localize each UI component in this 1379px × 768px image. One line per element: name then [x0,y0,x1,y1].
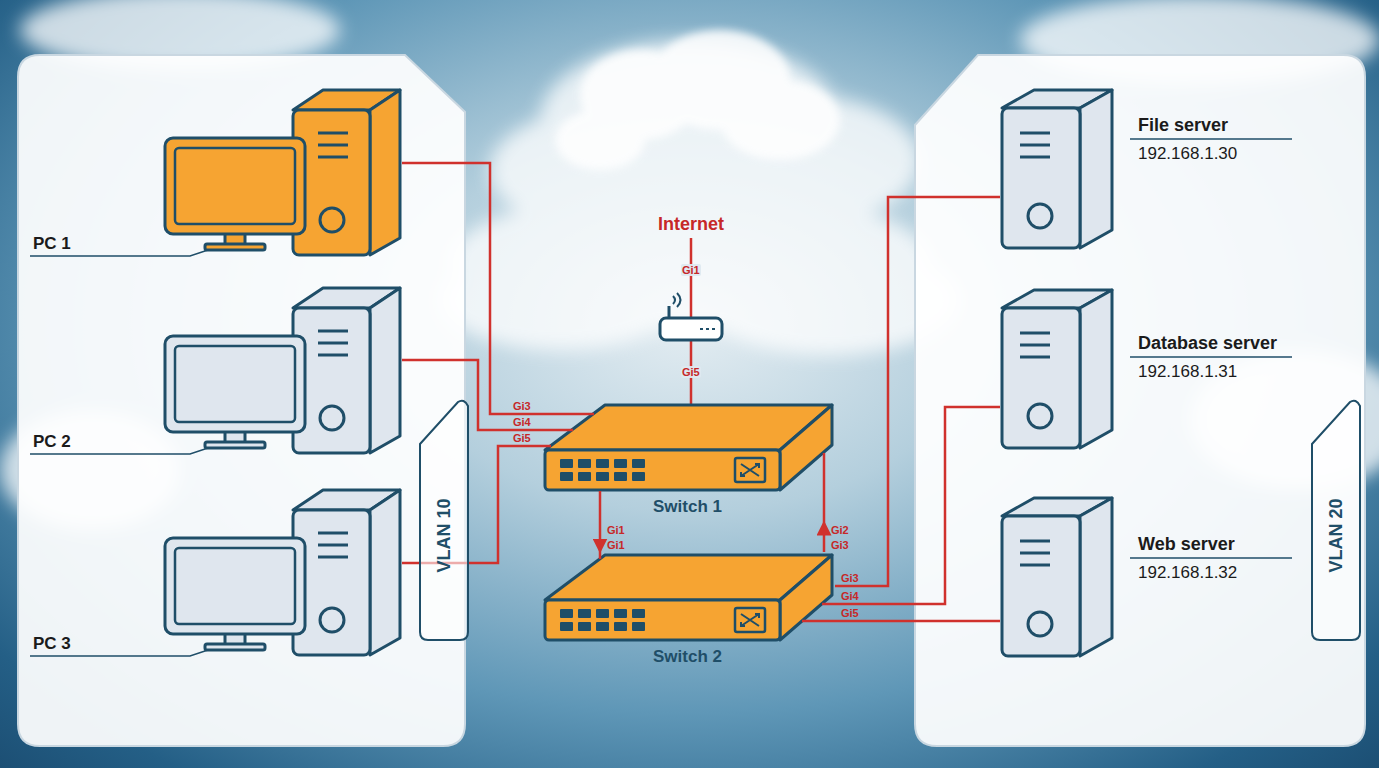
pc-label: PC 3 [33,634,71,654]
switch-node: Switch 2 [540,552,835,672]
left-panel [18,55,465,746]
vlan-band: VLAN 20 [1310,398,1362,642]
switch-label: Switch 2 [653,647,722,667]
connector [599,522,602,552]
port-label: Gi2 [830,524,850,536]
leader-line [1130,356,1292,358]
pc-label: PC 1 [33,234,71,254]
pc-label: PC 2 [33,432,71,452]
router-icon [660,293,722,340]
server-name: Web server [1138,534,1235,555]
right-panel [915,55,1365,746]
connector [402,360,540,430]
vlan-band: VLAN 10 [418,398,470,642]
port-label: Gi4 [512,416,532,428]
port-label: Gi4 [840,590,860,602]
connector [835,197,1000,586]
vlan-label: VLAN 20 [1326,498,1347,572]
leader-line [1130,138,1292,140]
vlan-label: VLAN 10 [434,498,455,572]
connector [835,620,1000,623]
port-label: Gi3 [512,400,532,412]
server-node: Database server 192.168.1.31 [1000,288,1300,468]
port-label: Gi3 [840,572,860,584]
switch-node: Switch 1 [540,402,835,522]
leader-line [1130,557,1292,559]
server-name: File server [1138,115,1228,136]
connector [835,407,1000,604]
server-illustration [1000,88,1300,254]
port-label: Gi5 [840,607,860,619]
server-name: Database server [1138,333,1277,354]
ip-address: 192.168.1.30 [1138,144,1237,164]
port-label: Gi1 [606,539,626,551]
network-label: Internet [658,214,724,235]
port-label: Gi5 [681,366,701,378]
port-label: Gi3 [830,539,850,551]
server-node: Web server 192.168.1.32 [1000,496,1300,676]
connector [402,163,540,414]
pc-illustration [30,488,402,660]
pc-illustration [30,88,402,260]
switch-label: Switch 1 [653,497,722,517]
port-label: Gi5 [512,432,532,444]
pc-node: PC 3 [30,488,402,660]
ip-address: 192.168.1.32 [1138,563,1237,583]
connector [823,522,826,552]
ip-address: 192.168.1.31 [1138,362,1237,382]
port-label: Gi1 [606,524,626,536]
pc-node: PC 2 [30,286,402,458]
pc-node: PC 1 [30,88,402,260]
server-illustration [1000,496,1300,676]
server-node: File server 192.168.1.30 [1000,88,1300,254]
port-label: Gi1 [681,264,701,276]
pc-illustration [30,286,402,458]
